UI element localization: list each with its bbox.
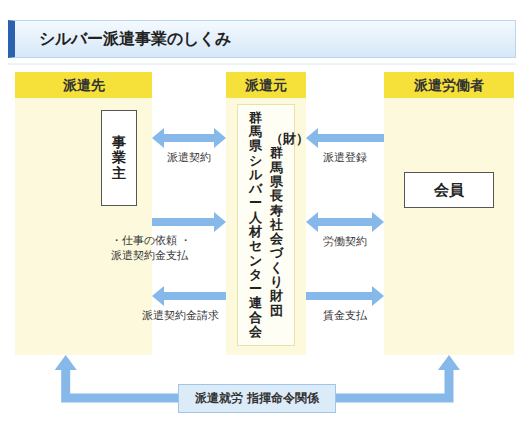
edge-label: 派遣契約 [167,150,211,165]
edge-label: 派遣登録 [323,150,367,165]
connector-arrow [306,212,384,232]
arrow-head [55,355,77,370]
sign-board: 事業主 [101,110,137,206]
connector-arrow [152,286,226,306]
connector-arrow [306,128,384,148]
edge-label: 労働契約 [323,234,367,249]
sign-board: 会員 [404,172,494,208]
connector-arrow [152,128,226,148]
column-panel: 派遣先事業主 [15,72,152,355]
arrow-shape [306,128,384,148]
arrow-head [438,355,460,370]
node-text: （財）群馬県長寿社会づくり財団 [270,132,283,318]
node-text: 会員 [434,181,464,200]
edge-label: 賃金支払 [323,308,367,323]
arrow-shape [306,286,384,306]
column-heading: 派遣労働者 [384,72,514,98]
node-text: 群馬県シルバー人材センター連合会 [249,111,262,340]
column-heading: 派遣先 [15,72,152,98]
node-text: 事業主 [112,135,126,181]
title-bar: シルバー派遣事業のしくみ [8,20,516,58]
arrow-shape [152,128,226,148]
arrow-shape [306,212,384,232]
edge-label: 派遣就労 指揮命令関係 [178,384,336,413]
separator-line [8,64,516,65]
title-text: シルバー派遣事業のしくみ [39,21,231,57]
edge-label: ・仕事の依頼 ・派遣契約金支払 [111,234,209,264]
connector-arrow [306,286,384,306]
arrow-shape [152,286,226,306]
column-heading: 派遣元 [226,72,306,98]
arrow-shape [152,212,226,232]
organization-box: （財）群馬県長寿社会づくり財団群馬県シルバー人材センター連合会 [237,104,295,346]
column-panel: 派遣元 （財）群馬県長寿社会づくり財団群馬県シルバー人材センター連合会 [226,72,306,355]
edge-label: 派遣契約金請求 [142,308,219,323]
connector-arrow [152,212,226,232]
column-panel: 派遣労働者会員 [384,72,514,355]
